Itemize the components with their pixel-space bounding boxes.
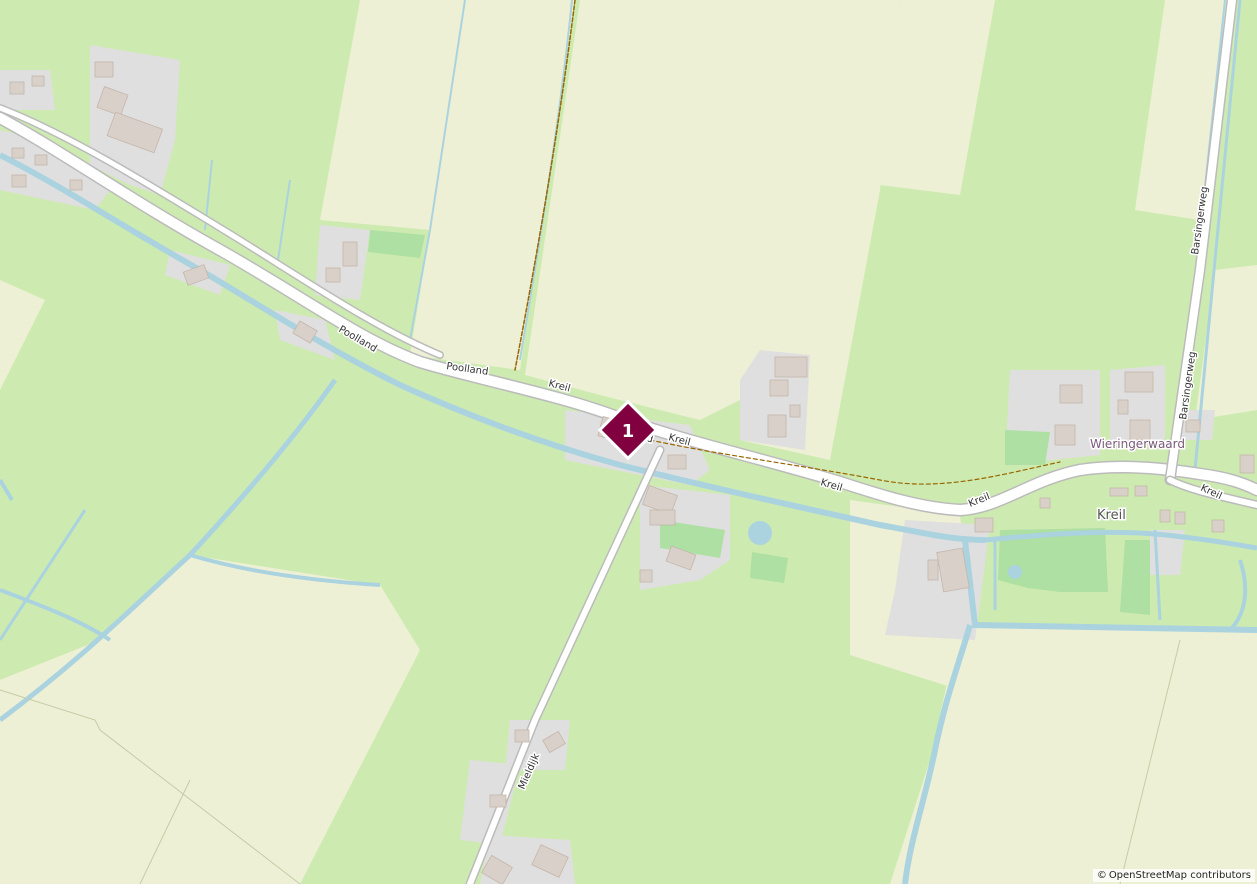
farmland-field [525,0,900,460]
farmland-field [320,0,575,370]
road-kreil-poolland[interactable] [0,113,1257,515]
farmland-field [890,625,1257,884]
place-label-wieringerwaard[interactable]: Wieringerwaard [1089,436,1187,453]
track [649,439,1061,485]
attribution-text[interactable]: OpenStreetMap contributors [1108,870,1251,881]
residential-area [0,70,55,110]
farmland-field [880,0,995,195]
marker-label: 1 [622,421,635,442]
pond [748,521,772,545]
road-kreil-east[interactable] [1167,477,1257,508]
canal [962,539,1257,633]
ditch [0,509,87,641]
farmland-field [0,280,45,390]
road-label-kreil-partial: d [645,433,654,445]
road-barsingerweg[interactable] [1166,0,1236,484]
ditch [277,179,291,261]
pond [1008,565,1022,579]
track [514,0,576,371]
canal [0,152,986,543]
place-labels: Wieringerwaard Kreil [1089,436,1187,525]
place-label-kreil[interactable]: Kreil [1096,507,1128,525]
ditch [0,478,14,502]
meadow-patch [368,230,425,258]
road-mieldijk[interactable] [467,447,663,887]
copyright-icon: © [1096,870,1107,881]
farmland-field [1135,0,1227,220]
ditch [189,553,381,587]
ditch [0,588,112,642]
canal [902,624,973,885]
map-pin-diamond-icon[interactable] [597,399,659,461]
orchard-patch [998,528,1108,592]
meadow-patch [1005,430,1050,465]
road-service[interactable] [0,105,443,358]
ditch [1228,559,1248,632]
ditch [1153,529,1162,621]
map-marker[interactable]: 1 [597,399,659,461]
residential-area [1150,530,1185,575]
residential-area [0,130,110,210]
canal [984,529,1257,551]
ditch [1193,0,1242,471]
map-attribution: © OpenStreetMap contributors [1092,869,1255,882]
field-boundaries [0,639,1181,885]
orchard-patch [1120,540,1150,615]
orchard-patch [750,552,788,583]
ditch [409,0,466,341]
